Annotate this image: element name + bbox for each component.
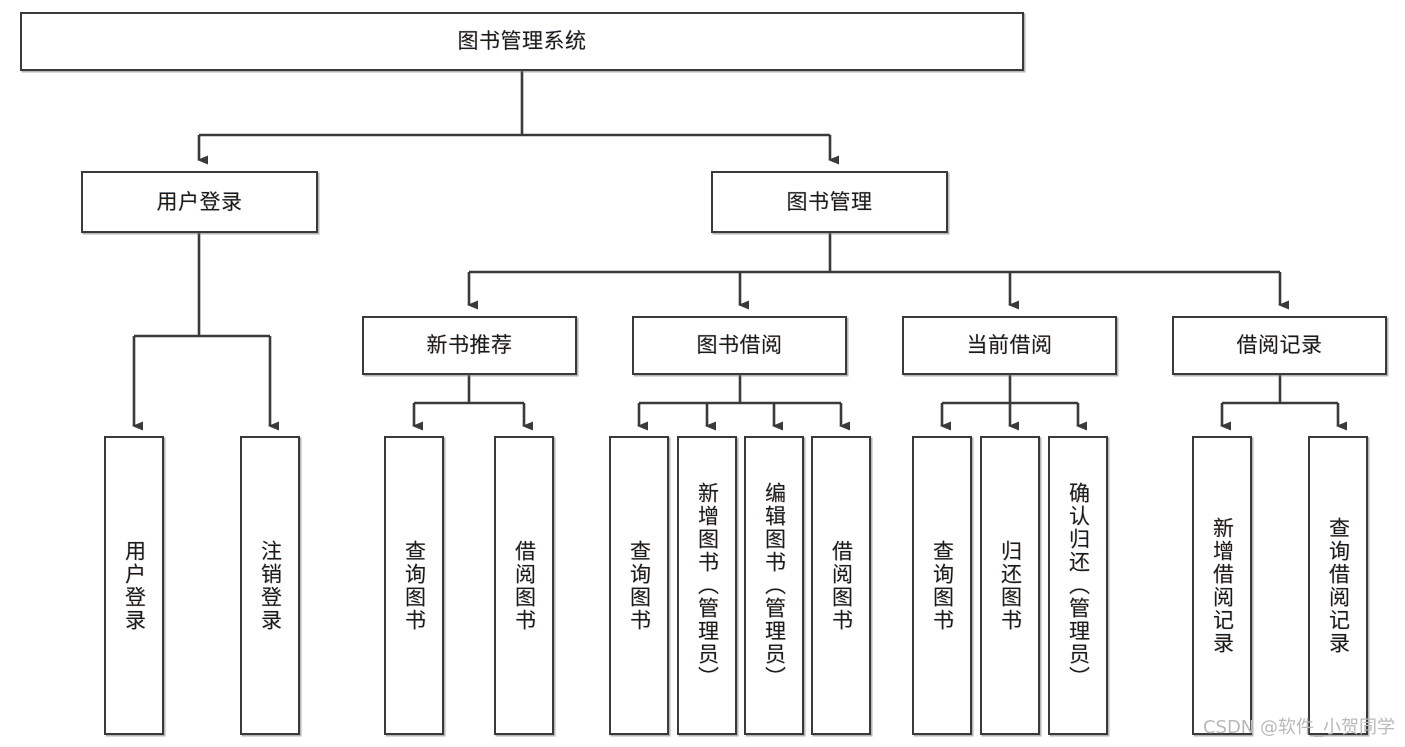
node-leaf-query-book-1-label: 查询图书 xyxy=(402,539,427,632)
node-new-book-rec-label: 新书推荐 xyxy=(426,333,513,358)
node-leaf-query-book-3[interactable]: 查询图书 xyxy=(912,436,972,735)
node-leaf-borrow-book-2-label: 借阅图书 xyxy=(829,539,854,632)
node-user-login-label: 用户登录 xyxy=(156,189,243,214)
node-leaf-query-record[interactable]: 查询借阅记录 xyxy=(1308,436,1368,735)
csdn-watermark: CSDN @软件_小贺同学 xyxy=(1202,717,1395,738)
node-borrow-record[interactable]: 借阅记录 xyxy=(1172,316,1387,375)
node-leaf-query-book-2[interactable]: 查询图书 xyxy=(609,436,669,735)
node-leaf-borrow-book-2[interactable]: 借阅图书 xyxy=(811,436,871,735)
node-leaf-query-book-2-label: 查询图书 xyxy=(627,539,652,632)
node-leaf-return-book[interactable]: 归还图书 xyxy=(980,436,1040,735)
node-leaf-add-book-label: 新增图书（管理员） xyxy=(695,482,720,689)
node-leaf-borrow-book-1[interactable]: 借阅图书 xyxy=(494,436,554,735)
node-book-borrow-label: 图书借阅 xyxy=(696,333,783,358)
node-user-login[interactable]: 用户登录 xyxy=(81,171,318,233)
node-leaf-edit-book[interactable]: 编辑图书（管理员） xyxy=(744,436,804,735)
node-leaf-add-record[interactable]: 新增借阅记录 xyxy=(1192,436,1252,735)
node-book-manage-label: 图书管理 xyxy=(786,189,873,214)
node-leaf-return-book-label: 归还图书 xyxy=(998,539,1023,632)
node-new-book-rec[interactable]: 新书推荐 xyxy=(362,316,577,375)
node-leaf-query-book-1[interactable]: 查询图书 xyxy=(384,436,444,735)
node-leaf-user-login[interactable]: 用户登录 xyxy=(104,436,164,735)
node-leaf-add-book[interactable]: 新增图书（管理员） xyxy=(677,436,737,735)
node-leaf-logout-login-label: 注销登录 xyxy=(258,539,283,632)
node-current-borrow[interactable]: 当前借阅 xyxy=(902,316,1117,375)
node-book-borrow[interactable]: 图书借阅 xyxy=(632,316,847,375)
node-leaf-add-record-label: 新增借阅记录 xyxy=(1210,516,1235,655)
node-leaf-confirm-return[interactable]: 确认归还（管理员） xyxy=(1048,436,1108,735)
node-current-borrow-label: 当前借阅 xyxy=(966,333,1053,358)
node-root[interactable]: 图书管理系统 xyxy=(20,12,1024,71)
node-leaf-query-book-3-label: 查询图书 xyxy=(930,539,955,632)
node-leaf-edit-book-label: 编辑图书（管理员） xyxy=(762,482,787,689)
node-leaf-borrow-book-1-label: 借阅图书 xyxy=(512,539,537,632)
node-leaf-logout-login[interactable]: 注销登录 xyxy=(240,436,300,735)
node-borrow-record-label: 借阅记录 xyxy=(1236,333,1323,358)
node-book-manage[interactable]: 图书管理 xyxy=(711,171,948,233)
node-leaf-confirm-return-label: 确认归还（管理员） xyxy=(1066,482,1091,689)
node-leaf-query-record-label: 查询借阅记录 xyxy=(1326,516,1351,655)
node-root-label: 图书管理系统 xyxy=(457,29,587,54)
node-leaf-user-login-label: 用户登录 xyxy=(122,539,147,632)
